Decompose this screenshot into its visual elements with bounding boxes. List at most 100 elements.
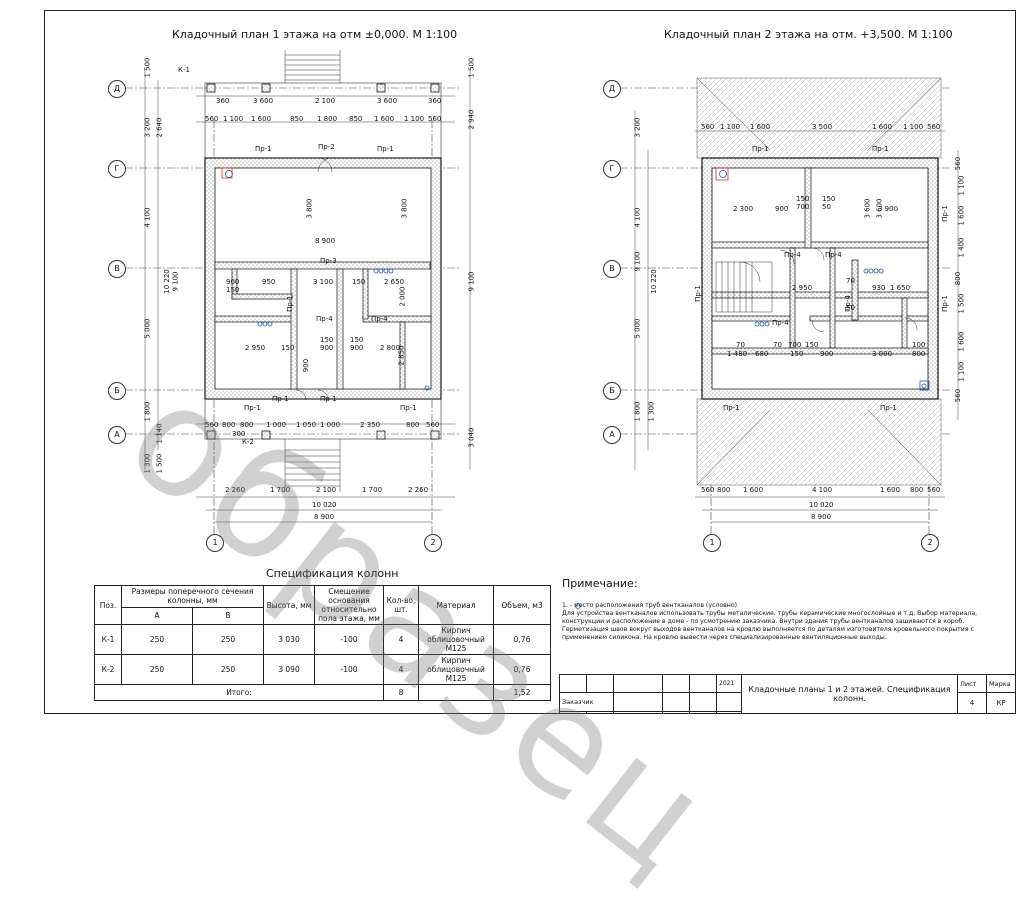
plan1-opening: Пр-4 (371, 315, 388, 323)
plan1-dim-bottom1: 1 050 (296, 421, 317, 429)
plan1-opening: Пр-2 (318, 143, 335, 151)
plan1-column-label-k1: К-1 (178, 66, 190, 74)
plan2-interior-dim: 1 480 (727, 350, 748, 358)
spec-header-b: В (192, 606, 264, 626)
spec-cell: К-1 (94, 624, 122, 655)
plan1-dim-bottom1: 800 (406, 421, 420, 429)
stamp-customer: Заказчик (559, 692, 614, 712)
plan1-opening: Пр-1 (244, 404, 261, 412)
plan2-dim-bottom: 1 600 (743, 486, 764, 494)
plan1-dim-top2: 560 (428, 115, 442, 123)
plan1-axis-letter-B: Б (108, 382, 126, 400)
plan2-dim-left: 3 200 (633, 117, 642, 138)
spec-total-label: Итого: (94, 684, 384, 701)
plan2-dim-bottom: 1 600 (880, 486, 901, 494)
plan2-interior-dim: 680 (755, 350, 769, 358)
plan1-interior-dim: 3 100 (313, 278, 334, 286)
plan2-dim-bottom: 560 (701, 486, 715, 494)
plan1-dim-top2: 560 (205, 115, 219, 123)
plan2-interior-dim: 150 (822, 195, 836, 203)
plan1-interior-dim: 900 (320, 344, 334, 352)
table-row: К-1 250 250 3 030 -100 4 Кирпич облицово… (94, 624, 551, 655)
spec-cell: К-2 (94, 654, 122, 685)
spec-cell: 250 (121, 624, 193, 655)
plan2-dim-right: 800 (954, 271, 963, 286)
plan2-dim-left: 1 300 (647, 401, 656, 422)
plan1-interior-dim: 150 (350, 336, 364, 344)
plan2-dim-left: 10 220 (649, 269, 658, 294)
plan1-dim-bottom2: 1 700 (362, 486, 383, 494)
plan2-axis-letter-D: Д (603, 80, 621, 98)
plan2-dim-top: 1 600 (872, 123, 893, 131)
spec-cell: 4 (383, 624, 419, 655)
plan1-interior-dim: 2 800 (380, 344, 401, 352)
notes-title: Примечание: (562, 577, 638, 590)
plan1-dim-bottom2: 1 700 (270, 486, 291, 494)
plan2-opening: Пр-1 (880, 404, 897, 412)
plan1-axis-letter-G: Г (108, 160, 126, 178)
plan1-opening: Пр-3 (320, 257, 337, 265)
plan2-interior-dim: 70 (773, 341, 782, 349)
plan2-axis-letter-V: В (603, 260, 621, 278)
plan1-dim-bottom1: 1 000 (320, 421, 341, 429)
plan2-interior-dim: 70 (846, 277, 855, 285)
plan2-dim-left: 9 100 (633, 251, 642, 272)
spec-cell: -100 (314, 654, 384, 685)
plan2-interior-dim: 3 000 (872, 350, 893, 358)
plan2-opening: Пр-1 (872, 145, 889, 153)
plan2-interior-dim: 3 600 (863, 198, 872, 219)
plan1-interior-dim: 150 (226, 286, 240, 294)
spec-cell: 0,76 (493, 654, 551, 685)
plan1-dim-top2: 1 600 (374, 115, 395, 123)
plan1-interior-dim: 150 (281, 344, 295, 352)
plan1-dim-total-inner: 8 900 (314, 513, 335, 521)
plan2-opening: Пр-1 (940, 205, 949, 222)
plan1-interior-dim: 2 650 (384, 278, 405, 286)
plan1-opening: Пр-1 (255, 145, 272, 153)
stamp-sheet-no: 4 (957, 692, 987, 714)
plan1-interior-dim: 8 900 (315, 237, 336, 245)
plan1-dim-bottom1: 1 000 (266, 421, 287, 429)
plan1-opening: Пр-1 (272, 395, 289, 403)
plan1-dim-top2: 1 600 (251, 115, 272, 123)
spec-title: Спецификация колонн (266, 567, 399, 580)
plan2-interior-dim: 700 (796, 203, 810, 211)
spec-cell: Кирпич облицовочный М125 (418, 624, 494, 655)
plan1-interior-dim: 950 (262, 278, 276, 286)
stamp-year: 2021 (716, 673, 742, 694)
spec-total-qty: 8 (383, 684, 419, 701)
spec-cell: Кирпич облицовочный М125 (418, 654, 494, 685)
plan1-opening: Пр-4 (316, 315, 333, 323)
spec-total-empty (418, 684, 494, 701)
spec-cell: 3 090 (263, 654, 315, 685)
plan1-opening: Пр-1 (320, 395, 337, 403)
notes-text: 1. - место расположения труб вентканалов… (562, 602, 1002, 642)
plan2-axis-letter-A: А (603, 426, 621, 444)
plan2-interior-dim: 70 (736, 341, 745, 349)
plan1-dim-bottom2: 2 260 (225, 486, 246, 494)
plan1-dim-top2: 850 (349, 115, 363, 123)
plan2-dim-top: 560 (701, 123, 715, 131)
plan2-dim-top: 1 600 (750, 123, 771, 131)
plan2-opening: Пр-1 (693, 285, 702, 302)
plan2-interior-dim: 900 (820, 350, 834, 358)
spec-cell: 0,76 (493, 624, 551, 655)
plan2-dim-total-outer: 10 020 (809, 501, 834, 509)
spec-header-material: Материал (418, 585, 494, 625)
plan2-interior-dim: 50 (822, 203, 831, 211)
plan2-interior-dim: 2 950 (792, 284, 813, 292)
spec-cell: -100 (314, 624, 384, 655)
plan2-opening: Пр-4 (772, 319, 789, 327)
plan2-dim-top: 560 (927, 123, 941, 131)
plan1-dim-top1: 360 (428, 97, 442, 105)
plan2-dim-total-inner: 8 900 (811, 513, 832, 521)
plan2-interior-dim: 800 (912, 350, 926, 358)
spec-header-height: Высота, мм (263, 585, 315, 625)
plan2-dim-left: 4 100 (633, 207, 642, 228)
plan1-dim-top2: 1 100 (223, 115, 244, 123)
plan2-interior-dim: 100 (912, 341, 926, 349)
plan1-interior-dim: 900 (350, 344, 364, 352)
plan1-dim-bottom1: 2 350 (360, 421, 381, 429)
plan1-dim-top1: 2 100 (315, 97, 336, 105)
plan1-interior-dim: 150 (320, 336, 334, 344)
